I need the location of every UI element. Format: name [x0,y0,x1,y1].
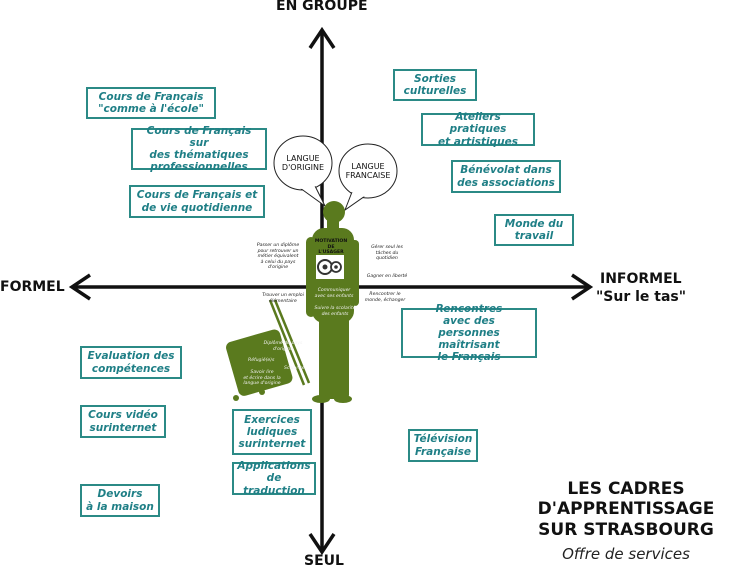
motivation-left-emploi: Trouver un emploi élémentaire [262,293,304,304]
motivation-left-diplome: Passer un diplôme pour retrouver un méti… [256,243,300,270]
bubble-text-origine: LANGUE D'ORIGINE [281,154,325,173]
axis-label-bottom: SEUL [304,553,344,569]
motivation-body-enfants: Communiquer avec ses enfants [314,288,354,299]
page-subtitle: Offre de services [562,545,690,563]
arrow-down [308,533,336,556]
suitcase-lire-ecrire: Savoir lire et écrire dans la langue d'o… [243,370,281,386]
box-cours-thematiques: Cours de Français sur des thématiques pr… [131,125,267,173]
axis-label-right: INFORMEL [600,271,682,287]
suitcase-scolarise: Scolarisé [284,366,305,371]
axis-label-right-sub: "Sur le tas" [596,289,687,305]
box-benevolat: Bénévolat dans des associations [451,160,561,193]
box-ateliers: Ateliers pratiques et artistiques [421,111,535,148]
arrow-left [68,273,91,301]
box-sorties: Sorties culturelles [393,69,477,101]
axis-label-top: EN GROUPE [276,0,368,14]
box-cours-video: Cours vidéo surinternet [80,405,166,438]
box-exercices: Exercices ludiques surinternet [232,409,312,455]
box-evaluation: Evaluation des compétences [80,346,182,379]
motivation-right-quotidien: Gérer seul les tâches du quotidien [371,245,403,261]
box-monde-travail: Monde du travail [494,214,574,246]
person-silhouette-icon [306,201,359,403]
motivation-right-rencontrer: Rencontrer le monde, échanger [364,292,406,303]
bubble-langue-origine [273,135,333,207]
page-title: LES CADRES D'APPRENTISSAGE SUR STRASBOUR… [537,479,715,540]
box-applications: Applications de traduction [232,460,316,497]
gears-icon [316,255,344,279]
suitcase-diplome: Diplômé du pays d'origine [263,341,303,352]
motivation-body-scolarite: Suivre la scolarité des enfants [314,306,356,317]
axis-label-left: FORMEL [0,279,65,295]
box-rencontres: Rencontres avec des personnes maîtrisant… [401,303,537,363]
suitcase-icon [226,299,311,401]
box-television: Télévision Française [408,429,478,462]
motivation-label: MOTIVATION DE L'USAGER [314,239,348,255]
box-devoirs: Devoirs à la maison [80,484,160,517]
arrow-right [571,273,594,301]
box-cours-vie: Cours de Français et de vie quotidienne [129,185,265,218]
arrow-up [308,26,336,49]
motivation-right-liberte: Gagner en liberté [366,274,408,279]
box-cours-ecole: Cours de Français "comme à l'école" [86,87,216,119]
suitcase-refugies: Réfugié(e)s [248,358,275,363]
bubble-text-francaise: LANGUE FRANCAISE [345,162,391,181]
bubble-langue-francaise [338,143,398,212]
